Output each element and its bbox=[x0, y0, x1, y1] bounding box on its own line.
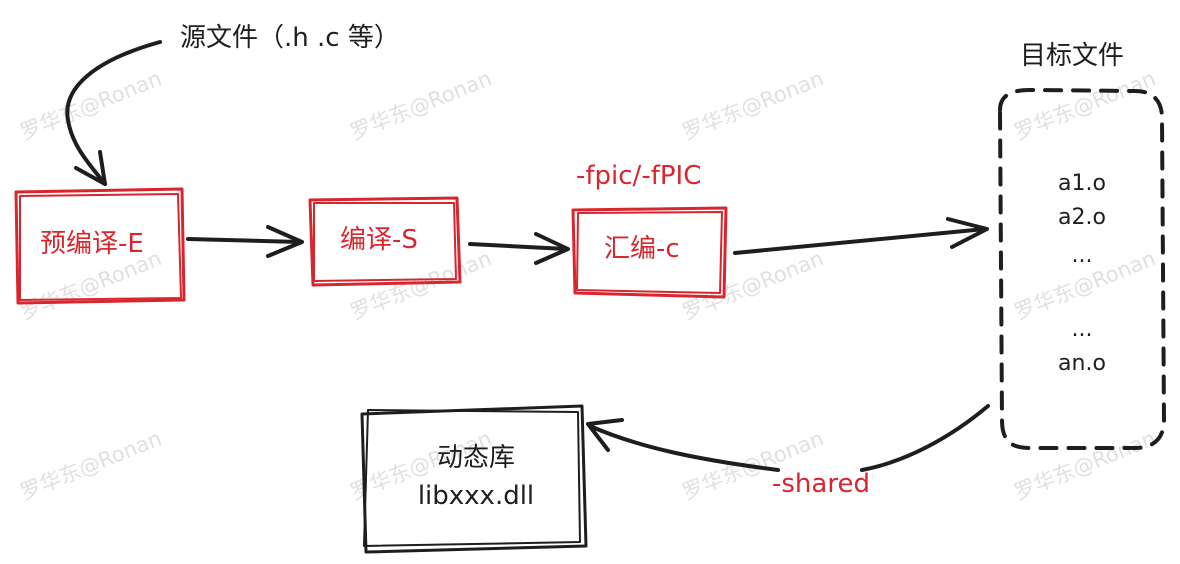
preprocess-label: 预编译-E bbox=[40, 229, 144, 259]
pic-flag-label: -fpic/-fPIC bbox=[576, 161, 701, 191]
object-file-item: an.o bbox=[1058, 351, 1106, 376]
watermark: 罗华东@Ronan bbox=[347, 66, 495, 144]
watermark: 罗华东@Ronan bbox=[679, 246, 827, 324]
source-files-label: 源文件（.h .c 等） bbox=[180, 23, 400, 53]
object-file-item: ... bbox=[1072, 243, 1093, 268]
source-arrow bbox=[65, 40, 162, 186]
assemble-box bbox=[571, 206, 728, 299]
compile-box bbox=[308, 196, 462, 287]
arrow-compile-to-assemble bbox=[468, 232, 570, 265]
watermark: 罗华东@Ronan bbox=[1011, 66, 1159, 144]
object-file-item: a2.o bbox=[1058, 205, 1106, 230]
arrow-objects-to-library bbox=[586, 404, 990, 472]
arrow-assemble-to-objects bbox=[733, 217, 989, 255]
assemble-label: 汇编-c bbox=[604, 234, 680, 264]
watermark: 罗华东@Ronan bbox=[17, 426, 165, 504]
library-file: libxxx.dll bbox=[418, 481, 534, 511]
library-title: 动态库 bbox=[437, 443, 515, 473]
watermark-layer: 罗华东@Ronan 罗华东@Ronan 罗华东@Ronan 罗华东@Ronan … bbox=[17, 66, 1159, 504]
object-file-item: ... bbox=[1072, 317, 1093, 342]
watermark: 罗华东@Ronan bbox=[347, 246, 495, 324]
watermark: 罗华东@Ronan bbox=[679, 66, 827, 144]
dynamic-library-box bbox=[360, 404, 588, 554]
preprocess-box bbox=[14, 187, 186, 305]
object-files-list: a1.o a2.o ... ... an.o bbox=[1058, 171, 1106, 376]
compile-label: 编译-S bbox=[340, 225, 418, 255]
object-file-item: a1.o bbox=[1058, 171, 1106, 196]
watermark: 罗华东@Ronan bbox=[1011, 426, 1159, 504]
object-files-container bbox=[997, 87, 1167, 450]
arrow-preprocess-to-compile bbox=[186, 225, 304, 258]
watermark: 罗华东@Ronan bbox=[17, 66, 165, 144]
target-files-title: 目标文件 bbox=[1020, 41, 1124, 71]
shared-flag-label: -shared bbox=[772, 469, 870, 499]
